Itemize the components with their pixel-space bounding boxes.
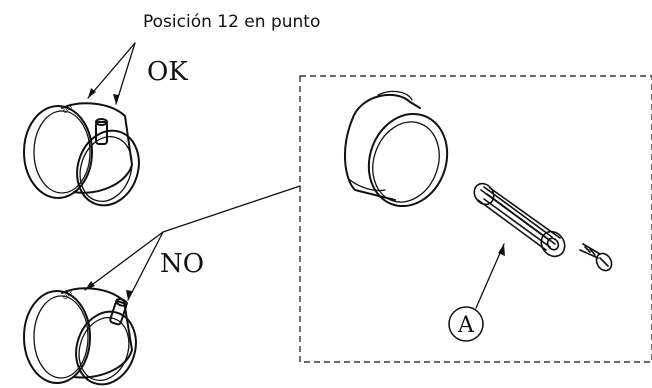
splined-adapter [473,182,566,258]
knob-cap-detail [344,90,449,208]
position-leader-arrows [87,42,136,105]
callout-a-leader [475,243,505,309]
no-leader-arrows [84,185,301,301]
no-label: NO [160,249,204,279]
detail-frame [299,75,652,363]
callout-a-circle [448,306,484,342]
position-note-label: Posición 12 en punto [143,12,320,32]
knob-incorrect-illustration [23,287,137,386]
knob-correct-illustration [23,102,140,207]
ok-label: OK [147,57,188,87]
callout-a-label: A [457,313,475,338]
screw [579,243,613,272]
